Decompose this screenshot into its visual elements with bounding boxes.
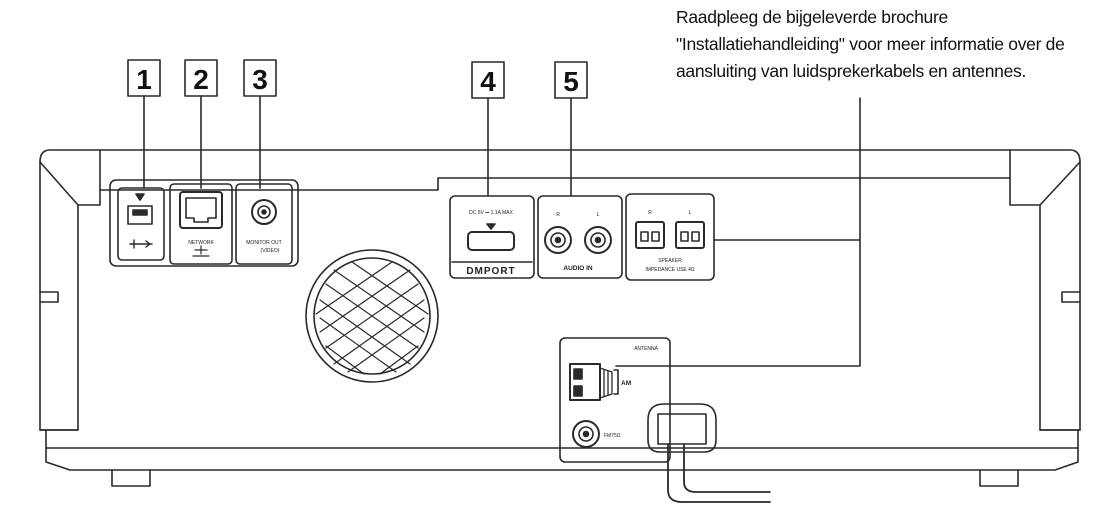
audio-in-jack-l-inner: [590, 232, 606, 248]
speaker-terminal-r: [635, 221, 665, 249]
speaker-terminal-r-hole-2: [651, 231, 660, 242]
antenna-panel: [559, 337, 671, 463]
left-foot: [111, 469, 151, 487]
fan-grille: [305, 249, 439, 383]
speaker-label: SPEAKER: [658, 258, 682, 264]
right-side-panel: [1039, 161, 1081, 431]
audio-in-label: AUDIO IN: [563, 265, 593, 272]
monitor-out-label: MONITOR OUT: [246, 240, 281, 246]
antenna-label: ANTENNA: [634, 346, 659, 352]
speaker-terminal-l: [675, 221, 705, 249]
power-cord-socket: [647, 403, 717, 453]
left-foot-line: [45, 429, 1079, 449]
monitor-out-sublabel: (VIDEO): [261, 248, 280, 254]
monitor-out-jack: [251, 199, 277, 225]
callout-number-4: 4: [480, 66, 496, 97]
unit-body-outline: [39, 149, 1081, 471]
right-foot: [979, 469, 1019, 487]
left-side-slot: [39, 291, 59, 303]
right-side-rail: [1009, 177, 1041, 206]
usb-arrow-icon: [135, 193, 145, 201]
usb-port-surround: [117, 187, 165, 261]
dmport-connector: [467, 231, 515, 251]
speaker-l-label: L: [689, 210, 692, 216]
usb-icon: [129, 239, 153, 249]
dc-rating-label: DC 5V ⎓ 1.1A MAX: [469, 210, 513, 216]
network-icon: [192, 245, 210, 257]
dmport-panel: [449, 195, 535, 279]
speaker-terminal-l-hole-2: [691, 231, 700, 242]
power-cord-plug: [657, 413, 707, 445]
network-port-jack: [185, 197, 217, 223]
audio-in-jack-l: [584, 226, 612, 254]
am-terminal-slot-2: [573, 385, 583, 397]
speaker-terminal-r-hole-1: [640, 231, 649, 242]
am-label: AM: [621, 380, 631, 387]
note-leader-line: [615, 97, 861, 367]
speaker-r-label: R: [648, 210, 652, 216]
fm-label: FM75Ω: [604, 433, 621, 439]
fm-jack-pin: [582, 430, 590, 438]
right-side-slot: [1061, 291, 1081, 303]
audio-in-jack-l-pin: [594, 236, 602, 244]
callout-number-5: 5: [563, 66, 579, 97]
left-port-panel: [109, 179, 299, 267]
monitor-out-jack-pin: [261, 209, 267, 215]
am-terminal-grip: [599, 367, 613, 399]
left-side-rail: [77, 189, 101, 206]
am-terminal-slot-1: [573, 368, 583, 380]
audio-in-jack-r: [544, 226, 572, 254]
audio-in-panel: [537, 195, 623, 279]
audio-r-label: R: [556, 212, 560, 218]
installation-note: Raadpleeg de bijgeleverde brochure "Inst…: [676, 4, 1112, 85]
callout-number-2: 2: [193, 64, 209, 95]
power-cord: [667, 443, 771, 503]
audio-l-label: L: [597, 212, 600, 218]
am-bracket: [613, 369, 619, 395]
audio-in-jack-r-pin: [554, 236, 562, 244]
speaker-sublabel: IMPEDANCE USE 4Ω: [645, 267, 695, 273]
dmport-arrow-icon: [486, 223, 496, 230]
speaker-terminal-l-hole-1: [680, 231, 689, 242]
fm-jack: [572, 420, 600, 448]
am-terminal: [569, 363, 601, 401]
callout-number-3: 3: [252, 64, 268, 95]
left-side-panel: [39, 161, 79, 431]
upper-recess-line: [99, 149, 1011, 191]
monitor-out-surround: [235, 183, 293, 265]
usb-port-tongue: [132, 209, 148, 216]
dmport-label: DMPORT: [466, 266, 515, 277]
fm-jack-inner: [578, 426, 594, 442]
note-line-2: "Installatiehandleiding" voor meer infor…: [676, 34, 1065, 54]
note-line-3: aansluiting van luidsprekerkabels en ant…: [676, 61, 1027, 81]
audio-in-jack-r-inner: [550, 232, 566, 248]
network-port: [179, 191, 223, 229]
network-port-surround: [169, 183, 233, 265]
monitor-out-jack-inner: [257, 205, 271, 219]
network-label: NETWORK: [188, 240, 214, 246]
callout-number-1: 1: [136, 64, 152, 95]
note-line-1: Raadpleeg de bijgeleverde brochure: [676, 7, 948, 27]
speaker-panel: [625, 193, 715, 281]
